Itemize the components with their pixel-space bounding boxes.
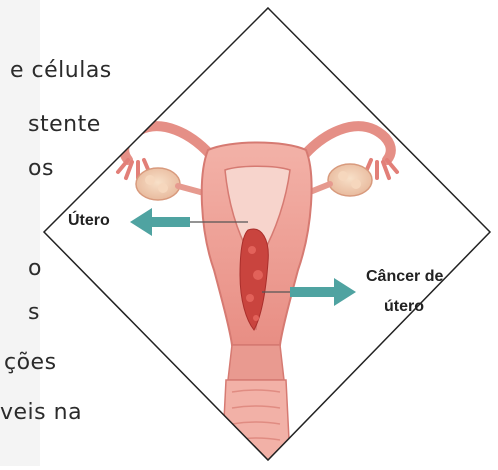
cervix: [228, 345, 284, 380]
label-cancer-line2: útero: [384, 298, 424, 316]
right-ovary: [328, 164, 372, 196]
left-ovary: [136, 168, 180, 200]
label-cancer-line1: Câncer de: [366, 268, 443, 286]
label-uterus: Útero: [68, 212, 110, 230]
